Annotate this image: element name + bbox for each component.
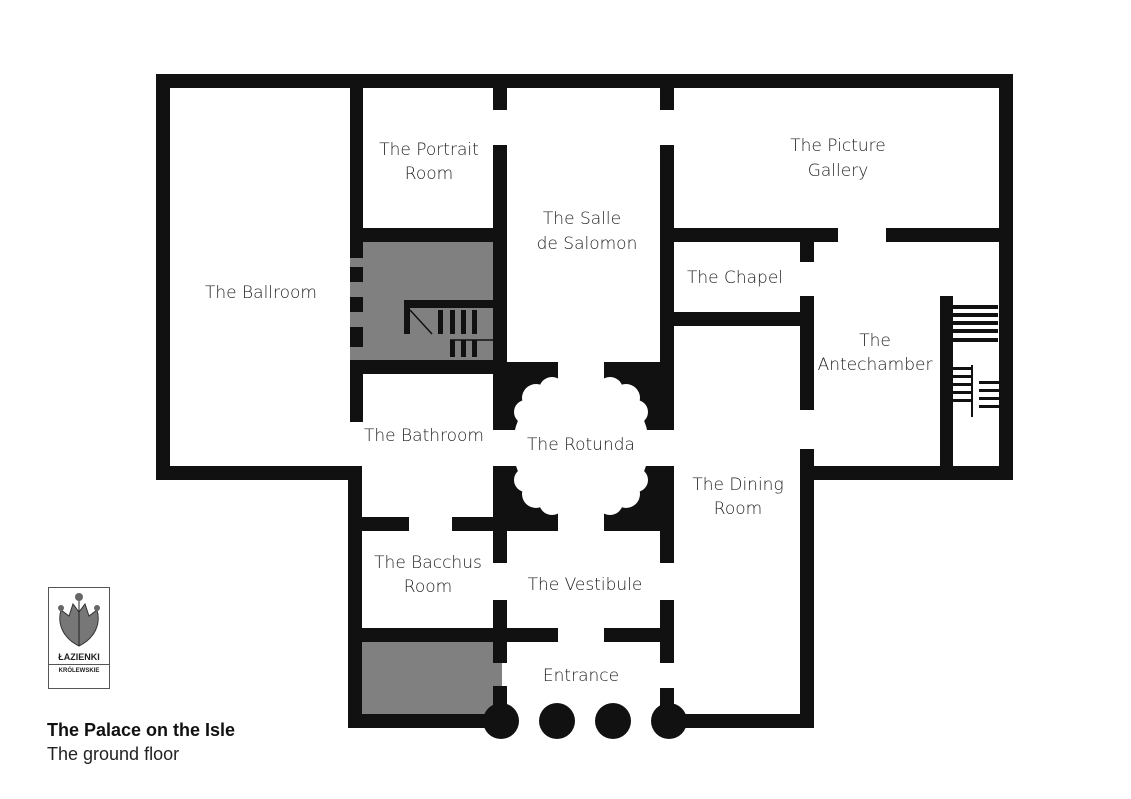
label-picture-gallery: The Picture	[790, 136, 885, 156]
label-vestibule: The Vestibule	[528, 575, 643, 595]
staircase-right	[953, 305, 1000, 417]
column	[539, 703, 575, 739]
shaded-areas	[350, 242, 502, 714]
label-antechamber-2: Antechamber	[818, 355, 933, 375]
label-dining-room-2: Room	[714, 499, 762, 519]
crown-leaf-icon	[58, 593, 100, 647]
shaded-room-bottom-left	[362, 642, 502, 714]
logo-text-1: ŁAZIENKI	[49, 652, 109, 665]
plan-title: The Palace on the Isle	[47, 720, 236, 740]
label-bacchus-room: The Bacchus	[374, 553, 482, 573]
label-portrait-room-2: Room	[405, 164, 453, 184]
label-bathroom: The Bathroom	[364, 426, 484, 446]
label-picture-gallery-2: Gallery	[808, 161, 869, 181]
entrance-columns	[483, 703, 687, 739]
column	[651, 703, 687, 739]
label-salle-2: de Salomon	[537, 234, 638, 254]
logo-text-2: KRÓLEWSKIE	[58, 668, 100, 674]
plan-subtitle: The ground floor	[47, 744, 180, 764]
label-portrait-room: The Portrait	[379, 140, 479, 160]
room-labels: The Ballroom The Portrait Room The Salle…	[205, 136, 932, 686]
label-bacchus-room-2: Room	[404, 577, 452, 597]
staircase-left	[404, 300, 500, 357]
column	[595, 703, 631, 739]
lazienki-logo: ŁAZIENKI KRÓLEWSKIE	[48, 587, 110, 689]
label-dining-room: The Dining	[692, 475, 783, 495]
rotunda-floor	[507, 377, 660, 515]
label-rotunda: The Rotunda	[527, 435, 635, 455]
column	[483, 703, 519, 739]
label-chapel: The Chapel	[687, 268, 783, 288]
label-ballroom: The Ballroom	[205, 283, 317, 303]
label-salle: The Salle	[543, 209, 621, 229]
label-entrance: Entrance	[543, 666, 619, 686]
label-antechamber: The	[859, 331, 891, 351]
